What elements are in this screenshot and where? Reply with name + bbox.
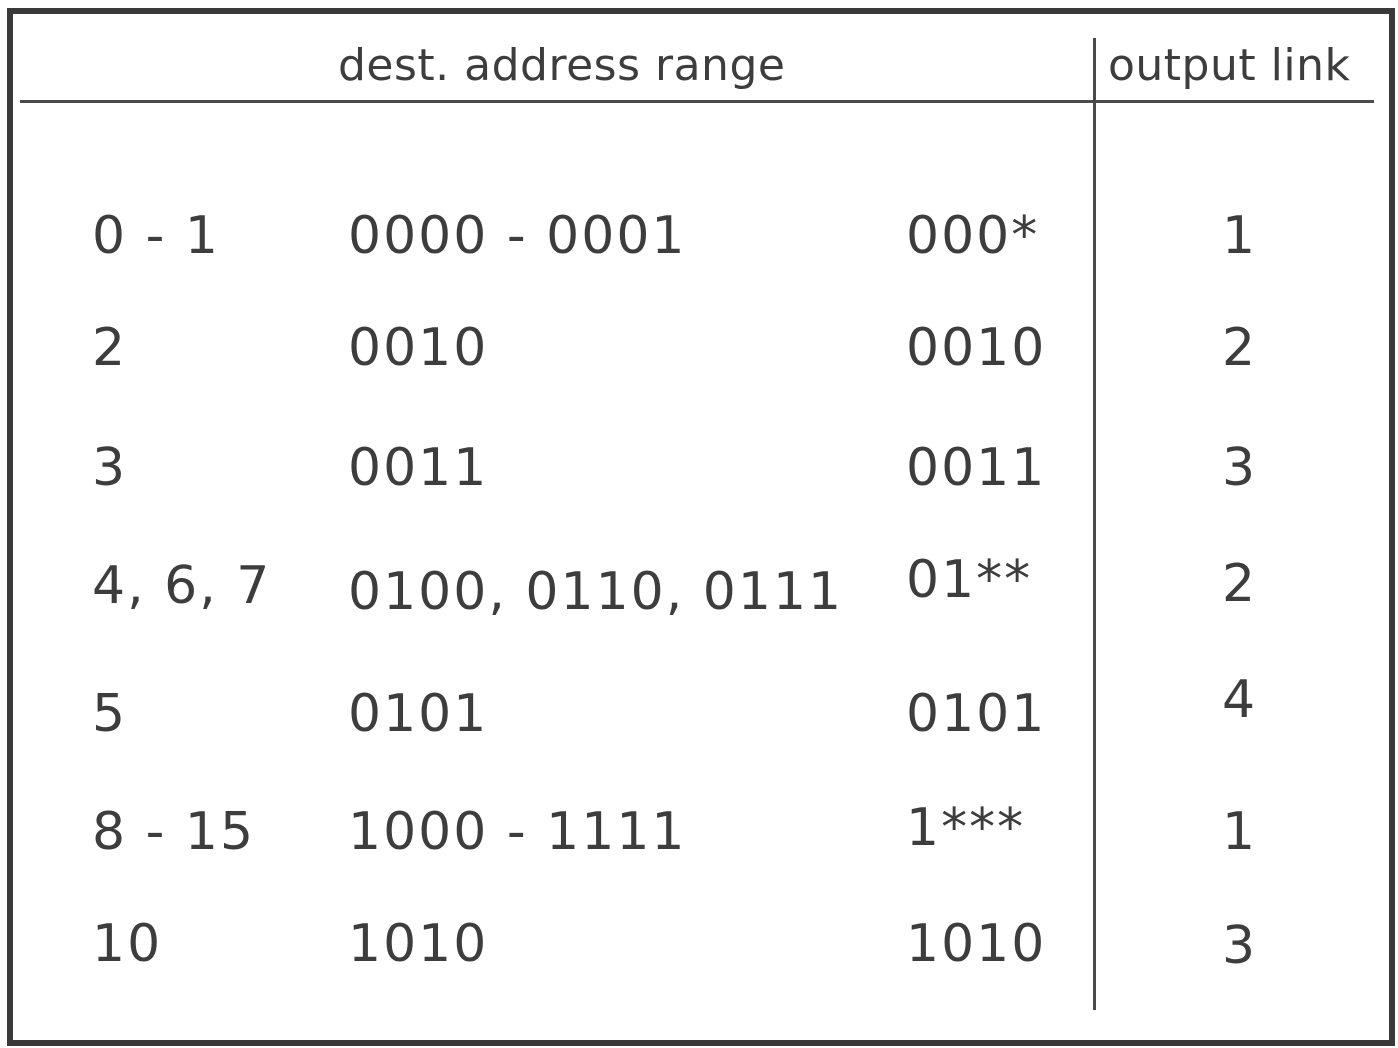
row-6-link: 3 [1222, 916, 1258, 976]
row-3-binary: 0100, 0110, 0111 [348, 562, 844, 622]
row-4-link: 4 [1222, 670, 1258, 730]
row-1-prefix: 0010 [906, 318, 1047, 378]
row-0-link: 1 [1222, 206, 1258, 266]
row-5-decimal: 8 - 15 [92, 802, 256, 862]
row-1-binary: 0010 [348, 318, 489, 378]
row-1-decimal: 2 [92, 318, 128, 378]
table-frame [7, 8, 1395, 1046]
row-2-link: 3 [1222, 438, 1258, 498]
row-5-link: 1 [1222, 802, 1258, 862]
column-divider [1093, 38, 1096, 1010]
row-5-binary: 1000 - 1111 [348, 802, 687, 862]
row-2-binary: 0011 [348, 438, 489, 498]
row-6-prefix: 1010 [906, 914, 1047, 974]
row-2-prefix: 0011 [906, 438, 1047, 498]
row-0-decimal: 0 - 1 [92, 206, 220, 266]
row-6-binary: 1010 [348, 914, 489, 974]
header-divider [20, 100, 1374, 103]
header-output-link: output link [1108, 40, 1351, 91]
row-1-link: 2 [1222, 318, 1258, 378]
row-0-binary: 0000 - 0001 [348, 206, 687, 266]
row-6-decimal: 10 [92, 914, 163, 974]
row-3-decimal: 4, 6, 7 [92, 556, 272, 616]
row-4-binary: 0101 [348, 684, 489, 744]
row-2-decimal: 3 [92, 438, 128, 498]
row-3-link: 2 [1222, 554, 1258, 614]
row-3-prefix: 01** [906, 550, 1033, 610]
row-4-decimal: 5 [92, 684, 128, 744]
row-4-prefix: 0101 [906, 684, 1047, 744]
header-address-range: dest. address range [338, 40, 786, 91]
row-5-prefix: 1*** [906, 798, 1026, 858]
row-0-prefix: 000* [906, 206, 1040, 266]
